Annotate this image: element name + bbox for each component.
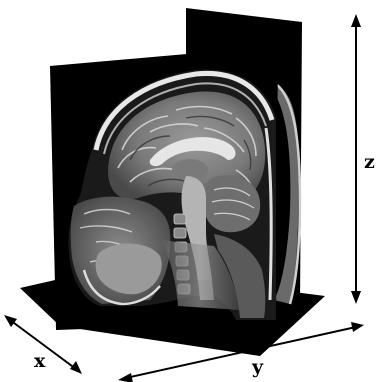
z-axis-arrow xyxy=(351,14,361,304)
z-axis-label: z xyxy=(364,151,375,173)
x-axis-label: x xyxy=(34,350,46,372)
y-axis-label: y xyxy=(251,356,264,378)
